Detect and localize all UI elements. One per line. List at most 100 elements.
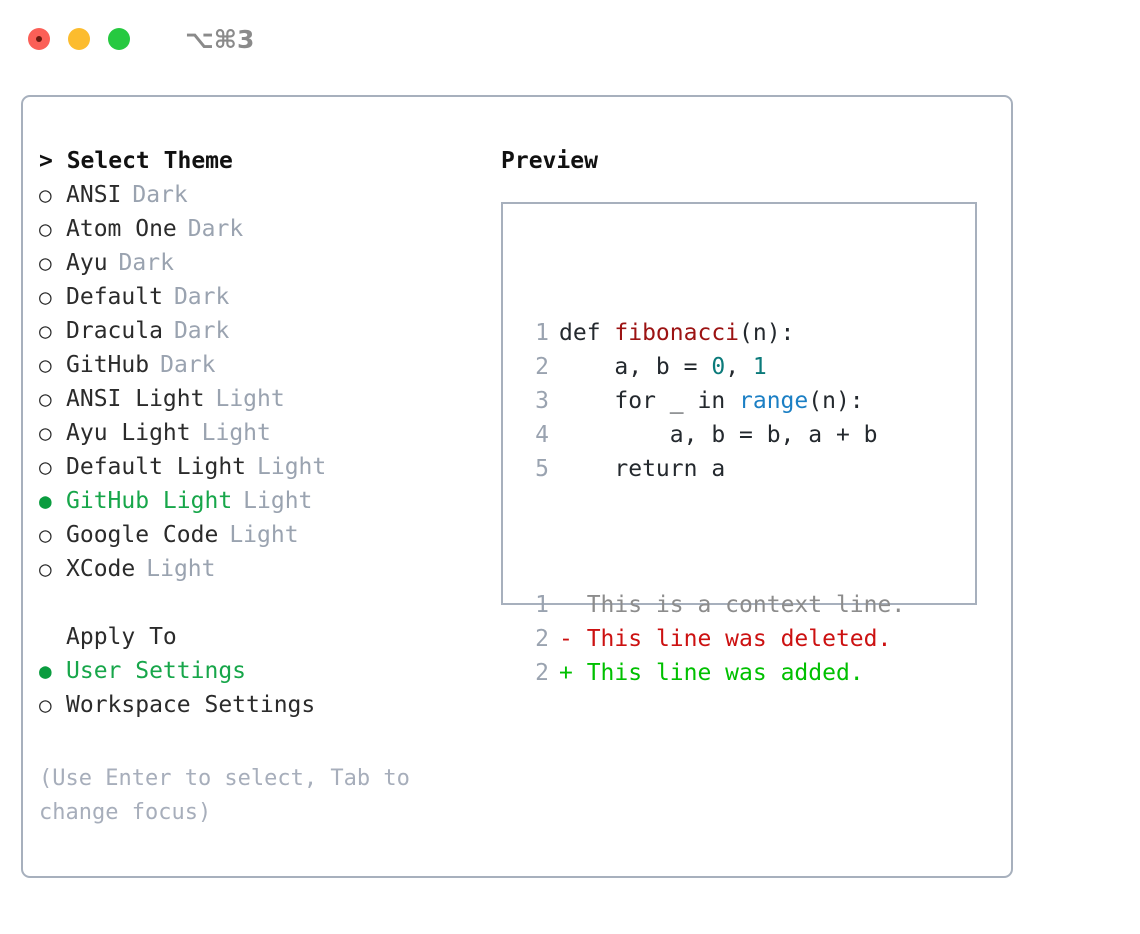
code-token-plain: a, b = b, a + b [559,422,878,448]
radio-unselected-icon: ○ [39,285,52,309]
theme-option-ayu[interactable]: ○ Ayu Dark [39,246,479,280]
keyboard-hint-text: (Use Enter to select, Tab to change focu… [39,766,424,825]
theme-option-label: Ayu [66,250,108,276]
code-line-number: 1 [535,320,549,346]
code-line-content: a, b = b, a + b [559,418,878,452]
radio-unselected-icon: ○ [39,217,52,241]
code-line-number: 5 [535,456,549,482]
code-line-content: def fibonacci(n): [559,316,794,350]
theme-option-label: Ayu Light [66,420,191,446]
radio-selected-icon: ● [39,489,52,513]
radio-unselected-icon: ○ [39,251,52,275]
section-spacer [39,586,479,620]
theme-option-tag: Dark [173,318,230,344]
diff-marker: + [559,660,587,686]
radio-unselected-icon: ○ [39,183,52,207]
theme-option-tag: Dark [187,216,244,242]
code-line: 4 a, b = b, a + b [523,418,905,452]
close-button[interactable] [28,28,50,50]
code-line-number: 4 [535,422,549,448]
window-controls [28,28,130,50]
apply-to-option-user-settings[interactable]: ● User Settings [39,654,479,688]
radio-unselected-icon: ○ [39,387,52,411]
radio-unselected-icon: ○ [39,353,52,377]
preview-title: Preview [501,148,598,174]
theme-option-tag: Light [146,556,216,582]
zoom-button[interactable] [108,28,130,50]
code-token-plain: (n): [808,388,864,414]
code-line: 1 def fibonacci(n): [523,316,905,350]
radio-selected-icon: ● [39,659,52,683]
code-token-func: fibonacci [614,320,740,346]
theme-option-label: Dracula [66,318,163,344]
radio-unselected-icon: ○ [39,319,52,343]
code-token-plain: a, b = [559,354,712,380]
theme-option-label: Google Code [66,522,219,548]
diff-text: This line was added. [586,660,864,686]
theme-option-google-code[interactable]: ○ Google Code Light [39,518,479,552]
theme-option-tag: Dark [132,182,188,208]
apply-to-header: Apply To [66,624,177,650]
code-token-plain: , [725,354,753,380]
apply-to-option-list[interactable]: ● User Settings ○Workspace Settings [39,654,479,722]
apply-to-option-label: Workspace Settings [66,692,316,718]
radio-unselected-icon: ○ [39,421,52,445]
theme-option-tag: Light [229,522,299,548]
theme-option-tag: Light [215,386,285,412]
code-line-content: return a [559,452,725,486]
theme-option-ansi[interactable]: ○ ANSI Dark [39,178,479,212]
diff-text: This line was deleted. [586,626,892,652]
radio-unselected-icon: ○ [39,523,52,547]
theme-option-label: GitHub [66,352,150,378]
theme-option-github[interactable]: ○ GitHub Dark [39,348,479,382]
theme-option-tag: Dark [160,352,216,378]
diff-marker [559,588,587,622]
theme-option-label: ANSI Light [66,386,205,412]
title-bar: ⌥⌘3 [0,0,1140,78]
diff-line-number: 1 [535,592,549,618]
select-theme-header: > Select Theme [39,148,233,174]
theme-option-tag: Dark [118,250,174,276]
radio-unselected-icon: ○ [39,557,52,581]
code-token-plain: for _ in [559,388,740,414]
theme-option-tag: Dark [173,284,230,310]
code-token-plain: return a [559,456,726,482]
code-line-number: 2 [535,354,549,380]
diff-sample: 1 This is a context line.2- This line wa… [523,588,905,690]
theme-option-ayu-light[interactable]: ○ Ayu Light Light [39,416,479,450]
code-line: 2 a, b = 0, 1 [523,350,905,384]
diff-marker: - [559,626,587,652]
diff-line-number: 2 [535,626,549,652]
diff-line-number: 2 [535,660,549,686]
theme-option-label: Atom One [66,216,177,242]
code-token-num: 0 [711,354,726,380]
theme-option-tag: Light [257,454,327,480]
code-line-content: for _ in range(n): [559,384,864,418]
code-line: 5 return a [523,452,905,486]
theme-option-dracula[interactable]: ○ Dracula Dark [39,314,479,348]
theme-option-xcode[interactable]: ○ XCode Light [39,552,479,586]
theme-option-label: XCode [66,556,136,582]
theme-option-label: ANSI [66,182,122,208]
minimize-button[interactable] [68,28,90,50]
theme-option-tag: Light [201,420,271,446]
theme-option-atom-one[interactable]: ○ Atom One Dark [39,212,479,246]
code-line-number: 3 [535,388,549,414]
theme-option-tag: Light [243,488,313,514]
radio-unselected-icon: ○ [39,455,52,479]
code-token-plain: (n): [739,320,795,346]
theme-option-ansi-light[interactable]: ○ ANSI Light Light [39,382,479,416]
code-line: 3 for _ in range(n): [523,384,905,418]
apply-to-option-workspace-settings[interactable]: ○Workspace Settings [39,688,479,722]
apply-to-option-label: User Settings [66,658,247,684]
